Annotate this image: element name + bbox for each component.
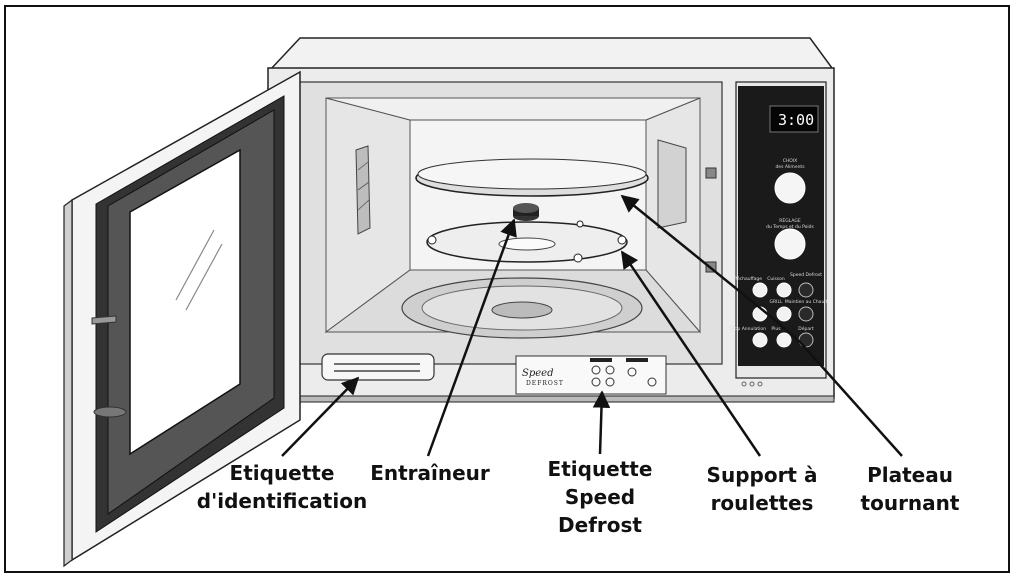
callout-roller-support-line2: roulettes [711,491,814,515]
time-weight-dial[interactable] [774,228,806,260]
callout-id-label-line2: d'identification [197,489,367,513]
callout-roller-support-line1: Support à [707,463,818,487]
callout-speed-defrost-line3: Defrost [558,513,642,537]
btn-label-cuisson: Cuisson [767,276,785,282]
callout-turntable-line1: Plateau [867,463,953,487]
dial2-label-top: RÉGLAGE [779,216,801,224]
roller-support-ring [426,220,628,263]
keep-warm-button[interactable] [798,306,814,322]
dial2-label-bottom: du Temps et du Poids [766,224,814,230]
label-brand-script: Speed [522,368,554,379]
btn-label-plus: Plus [771,326,781,332]
identification-label [321,353,435,381]
callout-drive-line1: Entraîneur [370,461,490,485]
btn-label-depart: Départ [798,325,814,332]
microwave-door [63,70,301,568]
callout-labels: Etiquette d'identification Entraîneur Et… [197,457,960,537]
callout-id-label-line1: Etiquette [230,461,335,485]
speed-defrost-button[interactable] [798,282,814,298]
callout-arrows [281,194,903,457]
arrow-id-label [281,376,360,457]
dial1-label-top: CHOIX [783,158,797,164]
arrow-roller-support [620,250,762,457]
btn-label-stop: Stop Annulation [730,326,766,332]
control-panel: 3:00 CHOIX des Aliments RÉGLAGE du Temps… [730,81,827,387]
arrow-speed-defrost [592,390,611,455]
microwave-body: Speed DEFROST 3:00 CHOIX des Aliments RÉ… [267,37,835,403]
btn-label-maintien: Maintien au Chaud [785,299,827,305]
plus-button[interactable] [776,332,792,348]
callout-turntable-line2: tournant [861,491,960,515]
cook-button[interactable] [776,282,792,298]
reheat-button[interactable] [752,282,768,298]
grill-pizza-button[interactable] [776,306,792,322]
speed-defrost-label: Speed DEFROST [515,355,667,395]
btn-label-speed-defrost: Speed Defrost [790,272,822,278]
dial1-label-bottom: des Aliments [775,164,805,170]
btn-label-rechauffage: Réchauffage [734,275,762,282]
arrow-drive [426,218,517,457]
callout-speed-defrost-line1: Etiquette [548,457,653,481]
callout-speed-defrost-line2: Speed [565,485,635,509]
drive-coupler [513,203,539,221]
food-choice-dial[interactable] [774,172,806,204]
label-brand-caps: DEFROST [526,380,564,387]
btn-label-grill: GRILL [770,299,783,305]
stop-cancel-button[interactable] [752,332,768,348]
diagram-border [4,5,1010,573]
turntable-plate [415,158,649,197]
oven-cavity [324,97,702,339]
arrow-turntable [620,194,903,457]
time-display [769,105,819,133]
time-display-text: 3:00 [778,111,814,129]
